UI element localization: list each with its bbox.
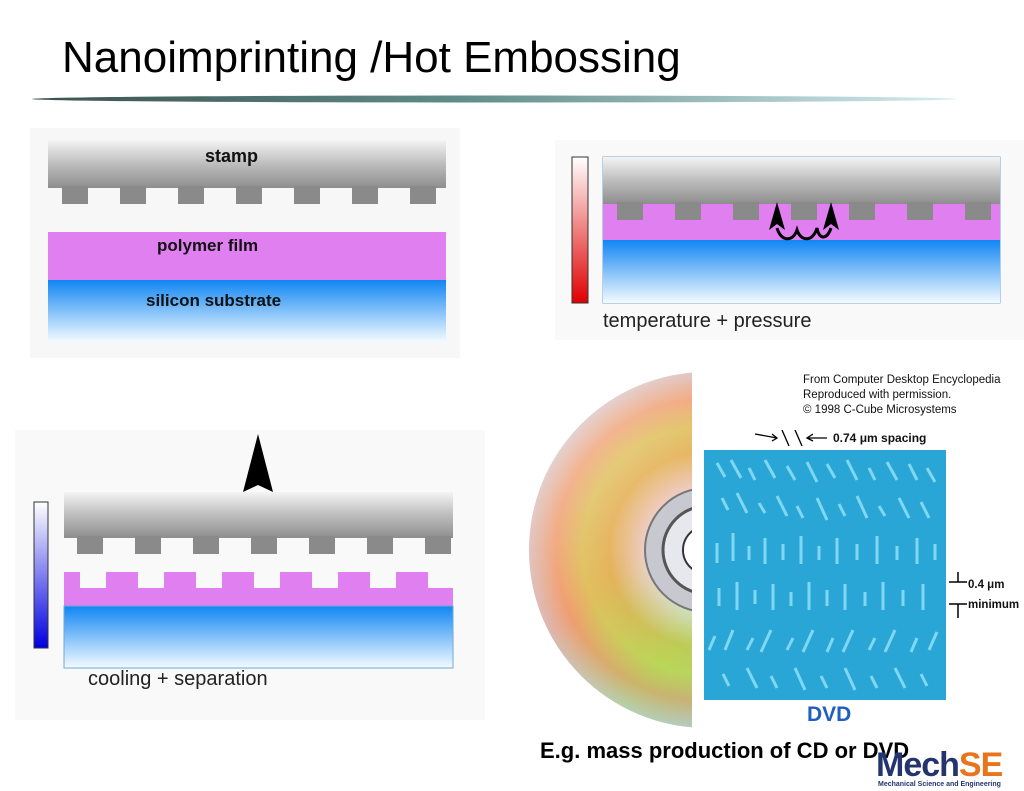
separation-diagram — [15, 430, 485, 720]
cooling-bar — [33, 501, 49, 649]
logo-text-se: SE — [958, 746, 1003, 784]
logo-subtitle: Mechanical Science and Engineering — [878, 781, 1001, 788]
setup-diagram — [30, 128, 460, 358]
pressing-caption: temperature + pressure — [603, 310, 812, 332]
slide-title: Nanoimprinting /Hot Embossing — [62, 33, 681, 82]
stamp-label: stamp — [205, 146, 259, 166]
pit-pattern — [704, 450, 946, 700]
spacing-arrows-icon — [754, 429, 827, 447]
stamp — [48, 140, 446, 204]
lift-arrow-icon — [243, 434, 273, 492]
logo-text-mech: Mech — [876, 746, 960, 784]
mechse-logo: MechSE Mechanical Science and Engineerin… — [876, 748, 1024, 791]
example-caption: E.g. mass production of CD or DVD — [540, 738, 910, 763]
dvd-image — [529, 368, 1024, 733]
pit-min-value-label: 0.4 μm — [968, 579, 1005, 591]
title-underline — [32, 95, 956, 103]
pits — [707, 459, 939, 691]
image-credit: From Computer Desktop Encyclopedia Repro… — [803, 374, 1001, 416]
min-length-marker-icon — [949, 572, 967, 618]
flow-arrows-icon — [769, 202, 839, 241]
separation-caption: cooling + separation — [88, 668, 268, 690]
polymer-film — [48, 232, 446, 280]
polymer-label: polymer film — [157, 236, 259, 255]
substrate — [603, 240, 1000, 303]
silicon-substrate — [48, 280, 446, 342]
stamp — [64, 492, 453, 554]
pressing-diagram — [555, 140, 1024, 340]
temperature-bar — [571, 156, 589, 304]
substrate-label: silicon substrate — [146, 291, 282, 310]
pit-spacing-label: 0.74 μm spacing — [833, 431, 927, 445]
substrate — [63, 605, 454, 669]
pit-min-word-label: minimum — [968, 599, 1020, 611]
stamp — [603, 157, 1000, 220]
imprinted-polymer — [64, 572, 453, 606]
dvd-label: DVD — [807, 703, 852, 726]
